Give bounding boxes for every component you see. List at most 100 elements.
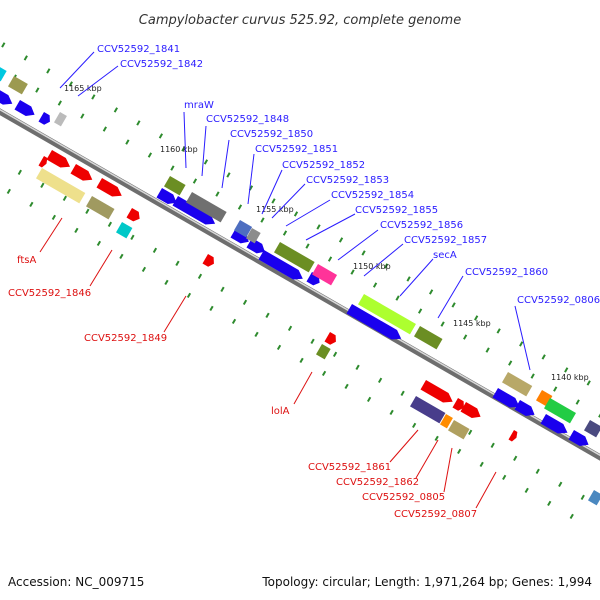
reverse-cds-arrow bbox=[508, 430, 518, 442]
forward-cds-arrow bbox=[172, 196, 216, 225]
gc-dot bbox=[51, 214, 56, 221]
gene-label: CCV52592_1854 bbox=[331, 190, 414, 201]
gc-dot bbox=[508, 360, 513, 366]
gc-dot bbox=[203, 159, 209, 165]
gc-dot bbox=[186, 292, 192, 299]
gc-dot bbox=[406, 276, 411, 282]
gc-dot bbox=[541, 354, 546, 360]
forward-cds-arrow bbox=[0, 88, 13, 105]
gc-dot bbox=[102, 126, 107, 132]
gc-dot bbox=[260, 217, 265, 223]
gc-dot bbox=[377, 377, 383, 383]
gc-dot bbox=[434, 435, 439, 442]
gc-dot bbox=[355, 364, 360, 370]
gc-dot bbox=[113, 107, 118, 113]
reverse-cds-arrow bbox=[46, 150, 71, 168]
gc-dot bbox=[220, 286, 225, 292]
reverse-cds-arrow bbox=[202, 254, 214, 267]
label-leader-lines bbox=[39, 51, 531, 509]
feature-box bbox=[246, 228, 261, 244]
gc-dot bbox=[569, 513, 574, 520]
gc-dot bbox=[23, 55, 28, 61]
gc-dot bbox=[305, 243, 310, 249]
forward-cds-arrow bbox=[14, 100, 35, 117]
gc-dot bbox=[366, 396, 372, 403]
gc-dot bbox=[215, 191, 220, 197]
feature-box bbox=[54, 112, 67, 127]
gc-dot bbox=[175, 260, 180, 266]
gc-dot bbox=[29, 201, 34, 208]
gc-content-dots bbox=[1, 42, 600, 520]
gc-dot bbox=[395, 295, 400, 301]
gc-dot bbox=[265, 312, 270, 318]
feature-box bbox=[358, 294, 416, 335]
gene-label: CCV52592_1848 bbox=[206, 114, 289, 125]
forward-cds-arrow bbox=[230, 228, 249, 244]
accession-text: Accession: NC_009715 bbox=[8, 575, 144, 589]
reverse-cds-arrow bbox=[452, 398, 464, 411]
gene-label: ftsA bbox=[17, 255, 36, 266]
feature-box bbox=[36, 168, 86, 204]
gc-dot bbox=[170, 165, 175, 171]
feature-box bbox=[116, 222, 133, 239]
gc-dot bbox=[327, 256, 333, 262]
gene-label: CCV52592_1855 bbox=[355, 205, 438, 216]
gene-label: CCV52592_1846 bbox=[8, 288, 91, 299]
feature-box bbox=[186, 192, 227, 223]
gc-dot bbox=[463, 334, 468, 340]
feature-box bbox=[312, 264, 338, 286]
gc-dot bbox=[271, 198, 276, 204]
gc-dot bbox=[451, 302, 456, 308]
gc-dot bbox=[513, 455, 518, 461]
scale-tick-label: 1150 kbp bbox=[353, 262, 391, 271]
gc-dot bbox=[361, 250, 366, 256]
scale-tick-label: 1160 kbp bbox=[160, 145, 198, 154]
gc-dot bbox=[332, 351, 338, 357]
feature-box bbox=[316, 344, 331, 360]
gc-dot bbox=[209, 305, 214, 312]
gc-dot bbox=[350, 269, 355, 275]
gc-dot bbox=[553, 386, 558, 392]
gc-dot bbox=[158, 133, 164, 139]
genome-summary-text: Topology: circular; Length: 1,971,264 bp… bbox=[261, 575, 592, 589]
feature-box bbox=[584, 420, 600, 438]
gene-label: CCV52592_1849 bbox=[84, 333, 167, 344]
gene-label: CCV52592_1862 bbox=[336, 477, 419, 488]
gc-dot bbox=[400, 390, 405, 396]
feature-box bbox=[414, 326, 443, 350]
gc-dot bbox=[119, 253, 124, 260]
feature-boxes bbox=[0, 66, 600, 506]
feature-box bbox=[8, 76, 28, 95]
forward-cds-arrow bbox=[514, 400, 535, 417]
gc-dot bbox=[46, 68, 51, 74]
feature-box bbox=[274, 242, 315, 273]
feature-box bbox=[410, 396, 446, 424]
scale-tick-label: 1155 kbp bbox=[256, 205, 294, 214]
gc-dot bbox=[35, 87, 40, 93]
gene-label: CCV52592_1861 bbox=[308, 462, 391, 473]
gc-dot bbox=[496, 328, 501, 334]
reverse-cds-track bbox=[38, 150, 518, 442]
gc-dot bbox=[85, 208, 90, 214]
gc-dot bbox=[586, 380, 591, 386]
forward-cds-arrow bbox=[156, 188, 177, 205]
forward-cds-arrow bbox=[492, 388, 520, 408]
gene-label: CCV52592_0806 bbox=[517, 295, 600, 306]
gc-dot bbox=[276, 344, 282, 351]
gc-dot bbox=[428, 289, 434, 295]
gc-dot bbox=[254, 331, 259, 338]
forward-cds-arrow bbox=[568, 430, 589, 447]
feature-box bbox=[164, 176, 186, 196]
gc-dot bbox=[80, 113, 85, 119]
gc-dot bbox=[575, 399, 580, 405]
gc-dot bbox=[299, 357, 304, 364]
gc-dot bbox=[6, 188, 11, 195]
gene-label: CCV52592_1842 bbox=[120, 59, 203, 70]
gene-label: CCV52592_0807 bbox=[394, 509, 477, 520]
gc-dot bbox=[468, 429, 473, 435]
genome-backbone bbox=[0, 108, 600, 461]
feature-box bbox=[544, 398, 576, 424]
gc-dot bbox=[490, 442, 495, 448]
